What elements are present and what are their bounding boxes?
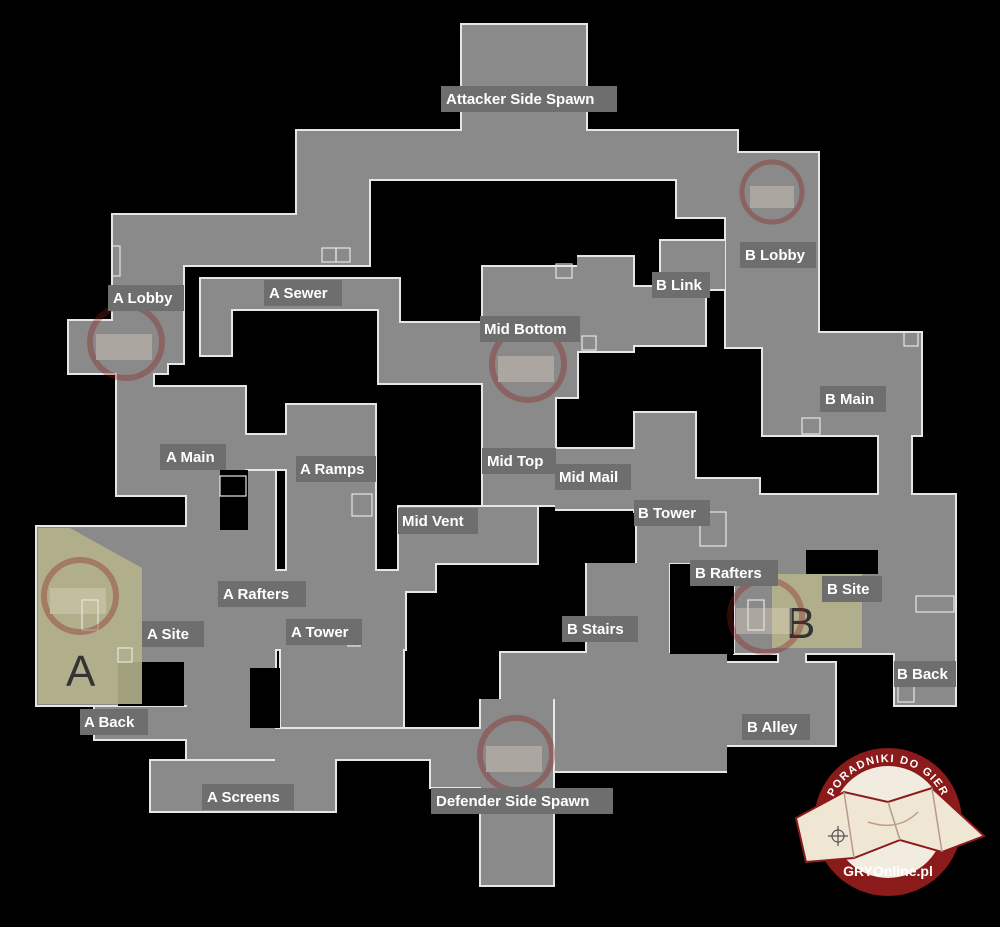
label-mid-top-text: Mid Top bbox=[487, 453, 543, 470]
fill-mid-bottom-right bbox=[577, 257, 633, 351]
watermark-b-lobby bbox=[739, 159, 805, 225]
fill-a-ramps bbox=[287, 405, 375, 579]
gryonline-logo: PORADNIKI DO GIER GRYOnline.pl bbox=[794, 748, 986, 896]
label-b-main-text: B Main bbox=[825, 391, 874, 408]
label-a-rafters[interactable]: A Rafters bbox=[218, 581, 306, 607]
label-b-stairs-text: B Stairs bbox=[567, 621, 624, 638]
watermark-a-lobby bbox=[87, 303, 165, 381]
fill-a-tower-2 bbox=[281, 649, 403, 727]
label-attacker-spawn-text: Attacker Side Spawn bbox=[446, 91, 594, 108]
label-mid-bottom[interactable]: Mid Bottom bbox=[480, 316, 580, 342]
hole-a-rafters bbox=[220, 470, 248, 530]
logo-bottom-text: GRYOnline.pl bbox=[843, 863, 933, 879]
fill-top-corridor bbox=[297, 131, 737, 179]
floor-fill-overlay bbox=[37, 25, 955, 885]
label-mid-mail[interactable]: Mid Mail bbox=[555, 464, 631, 490]
label-a-site[interactable]: A Site bbox=[142, 621, 204, 647]
a-site-letter: A bbox=[66, 647, 96, 696]
label-b-main[interactable]: B Main bbox=[820, 386, 886, 412]
label-a-main-text: A Main bbox=[166, 449, 215, 466]
label-a-sewer-text: A Sewer bbox=[269, 285, 328, 302]
b-site-letter: B bbox=[786, 599, 815, 648]
label-a-lobby-text: A Lobby bbox=[113, 290, 173, 307]
label-a-tower[interactable]: A Tower bbox=[286, 619, 362, 645]
box-5 bbox=[581, 335, 597, 351]
folded-map-icon bbox=[794, 786, 986, 864]
box-3 bbox=[111, 245, 121, 277]
label-a-site-text: A Site bbox=[147, 626, 189, 643]
label-b-lobby-text: B Lobby bbox=[745, 247, 806, 264]
fill-b-stairs bbox=[587, 563, 667, 661]
label-b-back-text: B Back bbox=[897, 666, 949, 683]
label-a-lobby[interactable]: A Lobby bbox=[108, 285, 184, 311]
label-mid-mail-text: Mid Mail bbox=[559, 469, 618, 486]
label-b-rafters-text: B Rafters bbox=[695, 565, 762, 582]
hole-a-tower bbox=[250, 668, 280, 728]
label-mid-top[interactable]: Mid Top bbox=[482, 448, 556, 474]
fill-b-alley-up bbox=[779, 649, 805, 709]
fill-attacker-spawn bbox=[462, 25, 586, 141]
box-2 bbox=[335, 247, 351, 263]
label-a-rafters-text: A Rafters bbox=[223, 586, 289, 603]
box-6 bbox=[801, 417, 821, 435]
box-12 bbox=[747, 599, 765, 631]
label-b-rafters[interactable]: B Rafters bbox=[690, 560, 778, 586]
label-mid-bottom-text: Mid Bottom bbox=[484, 321, 566, 338]
label-mid-vent-text: Mid Vent bbox=[402, 513, 464, 530]
label-b-tower-text: B Tower bbox=[638, 505, 696, 522]
fill-b-main-down bbox=[879, 401, 911, 501]
label-b-link-text: B Link bbox=[656, 277, 702, 294]
label-a-screens[interactable]: A Screens bbox=[202, 784, 294, 810]
label-b-link[interactable]: B Link bbox=[652, 272, 710, 298]
label-a-back[interactable]: A Back bbox=[80, 709, 148, 735]
label-attacker-spawn[interactable]: Attacker Side Spawn bbox=[441, 86, 617, 112]
label-a-screens-text: A Screens bbox=[207, 789, 280, 806]
fill-a-sewer-vert bbox=[201, 279, 231, 355]
label-a-sewer[interactable]: A Sewer bbox=[264, 280, 342, 306]
label-b-site-text: B Site bbox=[827, 581, 870, 598]
label-a-tower-text: A Tower bbox=[291, 624, 349, 641]
label-b-stairs[interactable]: B Stairs bbox=[562, 616, 638, 642]
label-b-tower[interactable]: B Tower bbox=[634, 500, 710, 526]
box-11 bbox=[117, 647, 133, 663]
watermark-a-site bbox=[41, 557, 119, 635]
box-8 bbox=[219, 475, 247, 497]
label-a-ramps[interactable]: A Ramps bbox=[296, 456, 376, 482]
box-7 bbox=[903, 331, 919, 347]
callout-labels: Attacker Side Spawn B Lobby B Link A Lob… bbox=[80, 86, 956, 814]
detail-boxes bbox=[81, 245, 955, 703]
label-a-ramps-text: A Ramps bbox=[300, 461, 364, 478]
box-14 bbox=[699, 511, 727, 547]
a-site-zone bbox=[38, 528, 142, 704]
label-b-alley-text: B Alley bbox=[747, 719, 798, 736]
label-b-alley[interactable]: B Alley bbox=[742, 714, 810, 740]
box-13 bbox=[915, 595, 955, 613]
box-4 bbox=[555, 263, 573, 279]
hole-b-site-box bbox=[806, 550, 878, 574]
label-a-main[interactable]: A Main bbox=[160, 444, 226, 470]
box-9 bbox=[351, 493, 373, 517]
label-defender-spawn-text: Defender Side Spawn bbox=[436, 793, 589, 810]
label-a-back-text: A Back bbox=[84, 714, 135, 731]
fill-b-alley-link bbox=[555, 661, 727, 771]
fill-a-sewer-link bbox=[379, 323, 485, 383]
label-b-site[interactable]: B Site bbox=[822, 576, 882, 602]
label-defender-spawn[interactable]: Defender Side Spawn bbox=[431, 788, 613, 814]
fill-defender-spawn-left bbox=[431, 729, 491, 787]
box-10 bbox=[81, 599, 99, 631]
label-mid-vent[interactable]: Mid Vent bbox=[398, 508, 478, 534]
label-b-lobby[interactable]: B Lobby bbox=[740, 242, 816, 268]
label-b-back[interactable]: B Back bbox=[894, 661, 956, 687]
